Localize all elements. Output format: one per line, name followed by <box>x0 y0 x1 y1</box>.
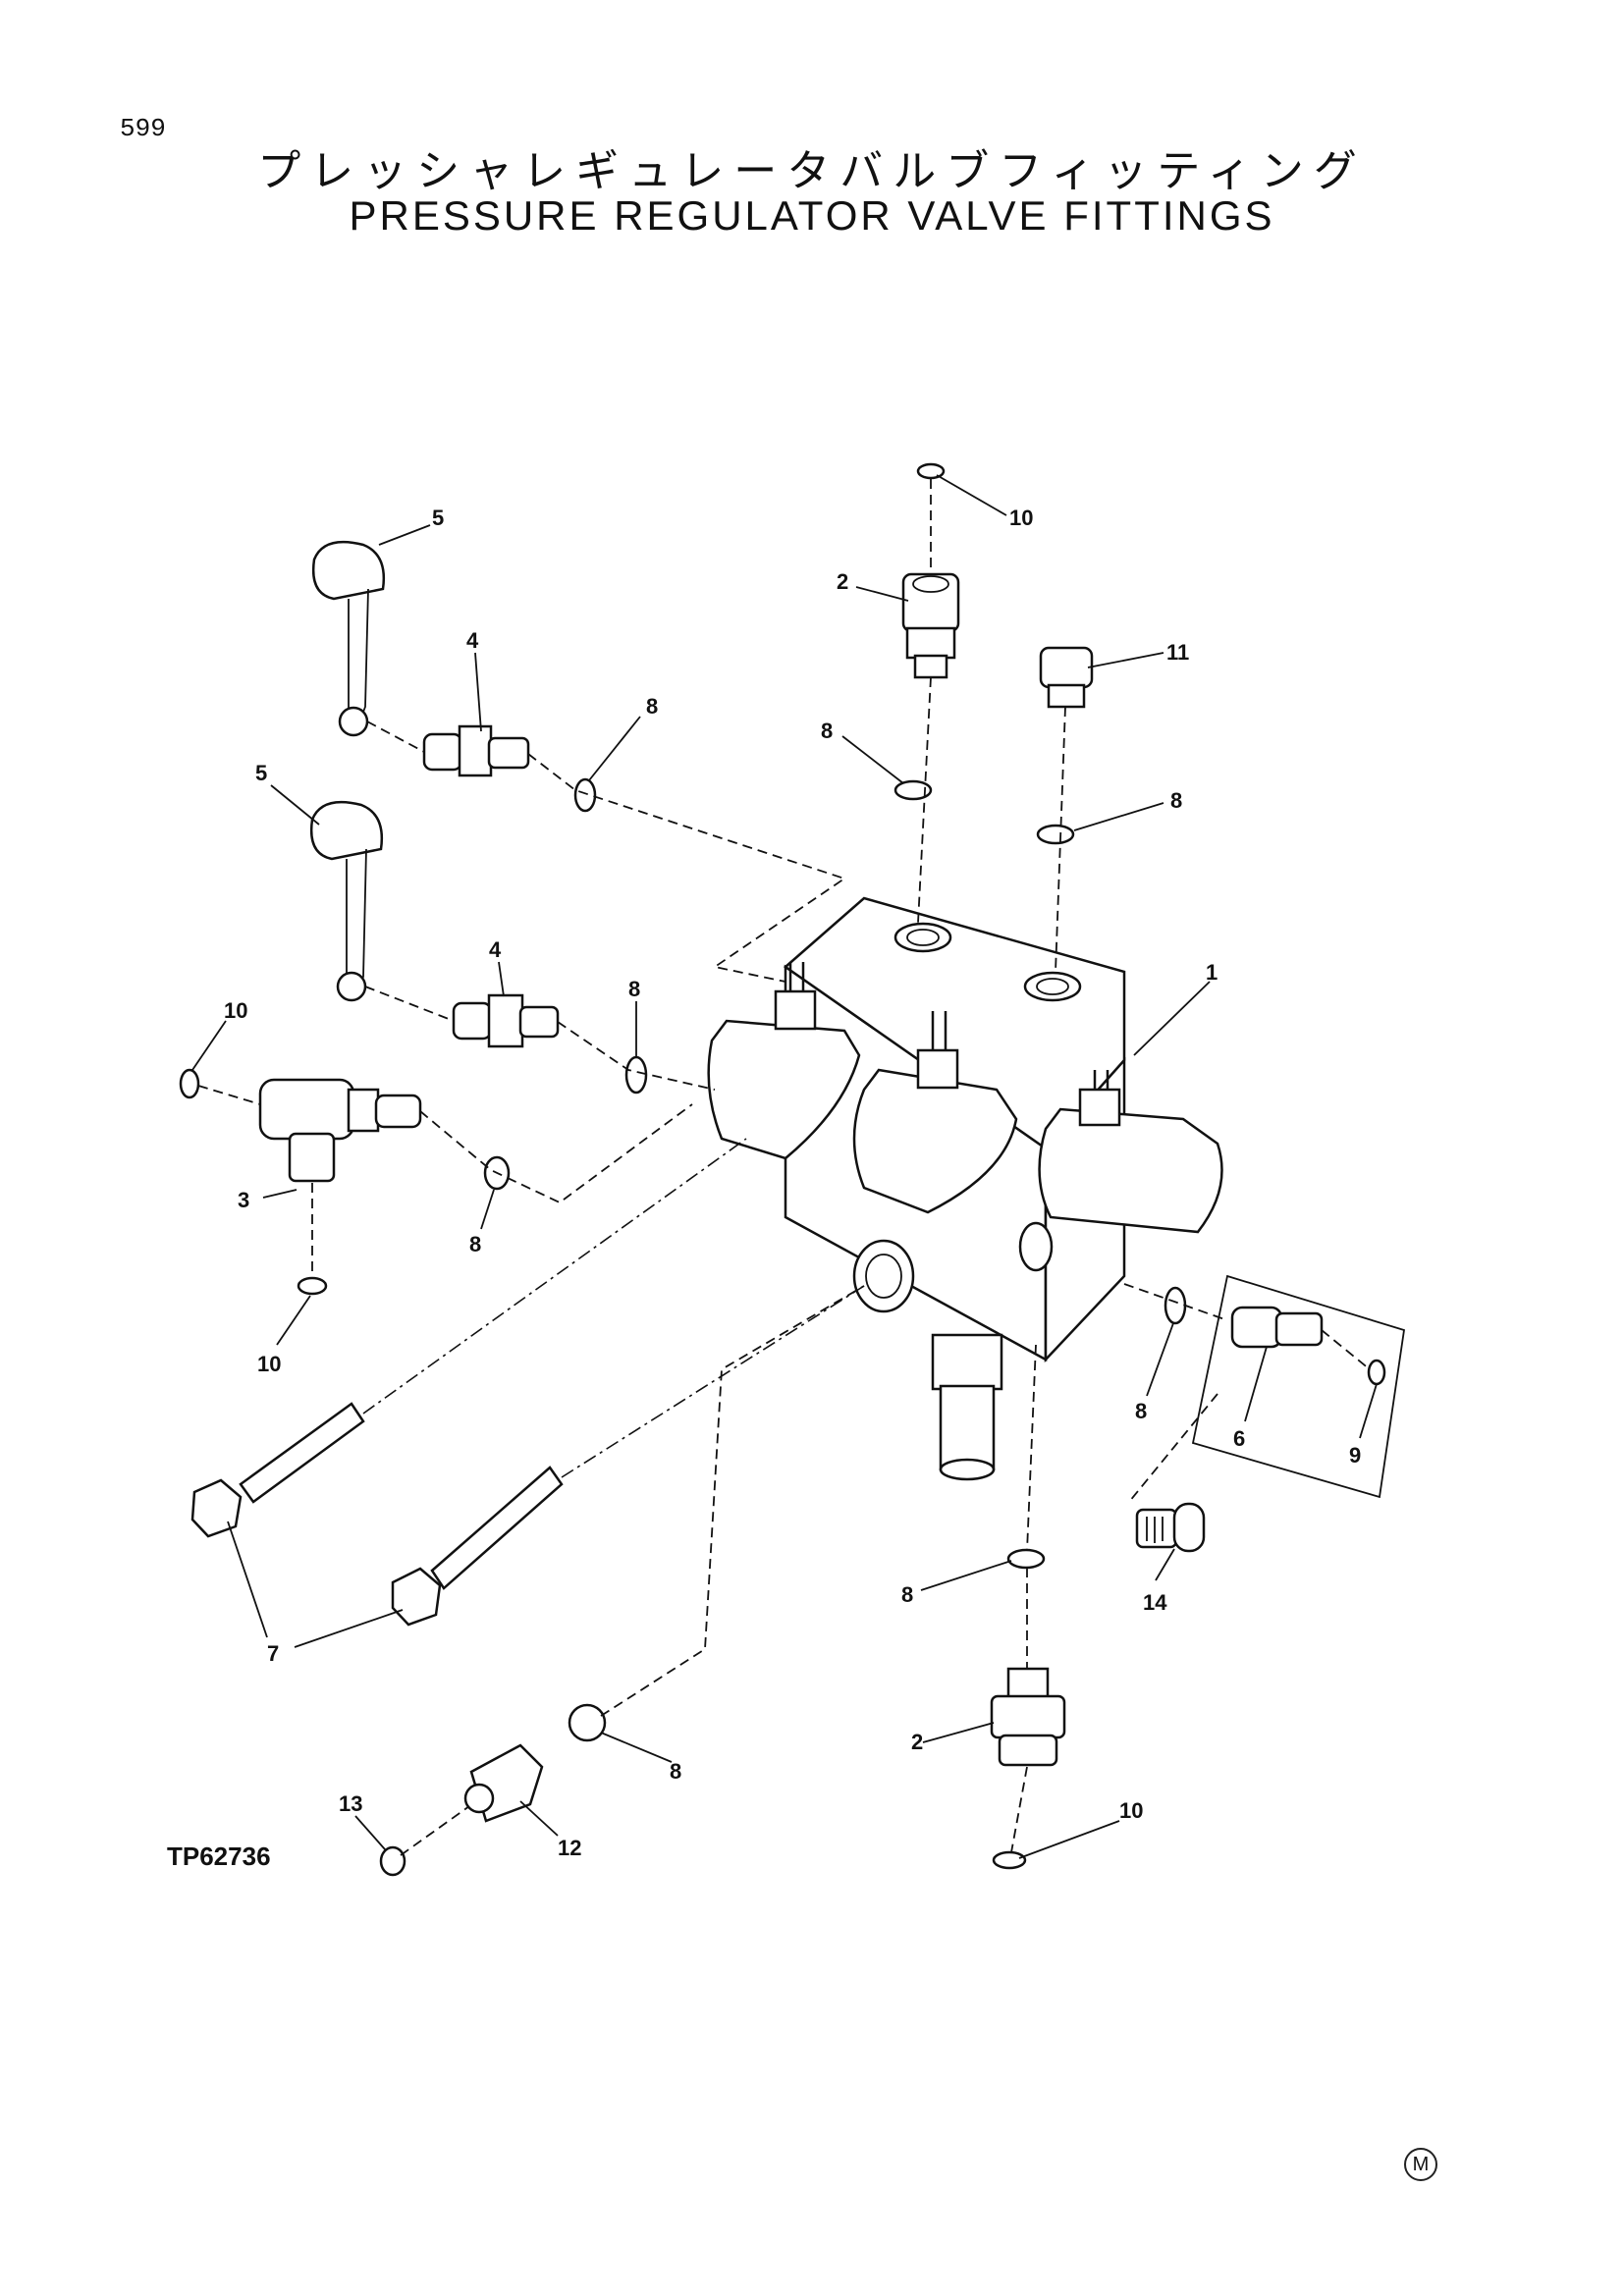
callout-3: 3 <box>238 1188 249 1212</box>
callout-8: 8 <box>469 1232 481 1256</box>
callout-8: 8 <box>670 1759 681 1784</box>
callout-14: 14 <box>1143 1590 1167 1615</box>
assembly-lines <box>197 479 1371 1856</box>
callout-6: 6 <box>1233 1426 1245 1451</box>
callout-5: 5 <box>432 506 444 530</box>
callout-labels: 10 2 11 8 8 1 5 4 8 5 4 8 10 3 8 10 8 6 … <box>224 506 1361 1860</box>
callout-11: 11 <box>1166 640 1189 665</box>
dust-cap-lower <box>309 800 384 1002</box>
callout-10: 10 <box>1009 506 1033 530</box>
valve-block <box>707 896 1223 1481</box>
callout-10: 10 <box>257 1352 281 1376</box>
callout-8: 8 <box>646 694 658 719</box>
callout-8: 8 <box>1135 1399 1147 1423</box>
dust-cap-upper <box>311 540 386 737</box>
callout-2: 2 <box>837 569 848 594</box>
callout-13: 13 <box>339 1791 362 1816</box>
page-number: 599 <box>120 114 166 143</box>
elbow-fitting <box>258 1078 422 1183</box>
callout-2: 2 <box>911 1730 923 1754</box>
leader-lines <box>191 474 1378 1859</box>
callout-4: 4 <box>489 937 502 962</box>
callout-1: 1 <box>1206 960 1218 985</box>
callout-8: 8 <box>628 977 640 1001</box>
fitting-lower <box>452 993 560 1048</box>
figure-id: TP62736 <box>167 1842 271 1871</box>
callout-8: 8 <box>821 719 833 743</box>
callout-8: 8 <box>901 1582 913 1607</box>
fitting-top <box>901 572 960 679</box>
fitting-bottom <box>990 1667 1066 1767</box>
callout-5: 5 <box>255 761 267 785</box>
callout-12: 12 <box>558 1836 581 1860</box>
option-box <box>1191 1274 1406 1499</box>
fitting-upper <box>422 724 530 777</box>
plug-top <box>1039 646 1094 709</box>
plug-lower <box>1135 1502 1206 1553</box>
fitting-12 <box>463 1743 544 1823</box>
bolt-1 <box>190 1402 365 1538</box>
callout-7: 7 <box>267 1641 279 1666</box>
callout-8: 8 <box>1170 788 1182 813</box>
callout-9: 9 <box>1349 1443 1361 1468</box>
footer-mark: M <box>1404 2148 1437 2181</box>
title-japanese: プレッシャレギュレータバルブフィッティング <box>257 146 1367 196</box>
bolt-2 <box>391 1466 564 1627</box>
callout-10: 10 <box>1119 1798 1143 1823</box>
callout-10: 10 <box>224 998 247 1023</box>
title-english: PRESSURE REGULATOR VALVE FITTINGS <box>349 192 1275 239</box>
callout-4: 4 <box>466 628 479 653</box>
